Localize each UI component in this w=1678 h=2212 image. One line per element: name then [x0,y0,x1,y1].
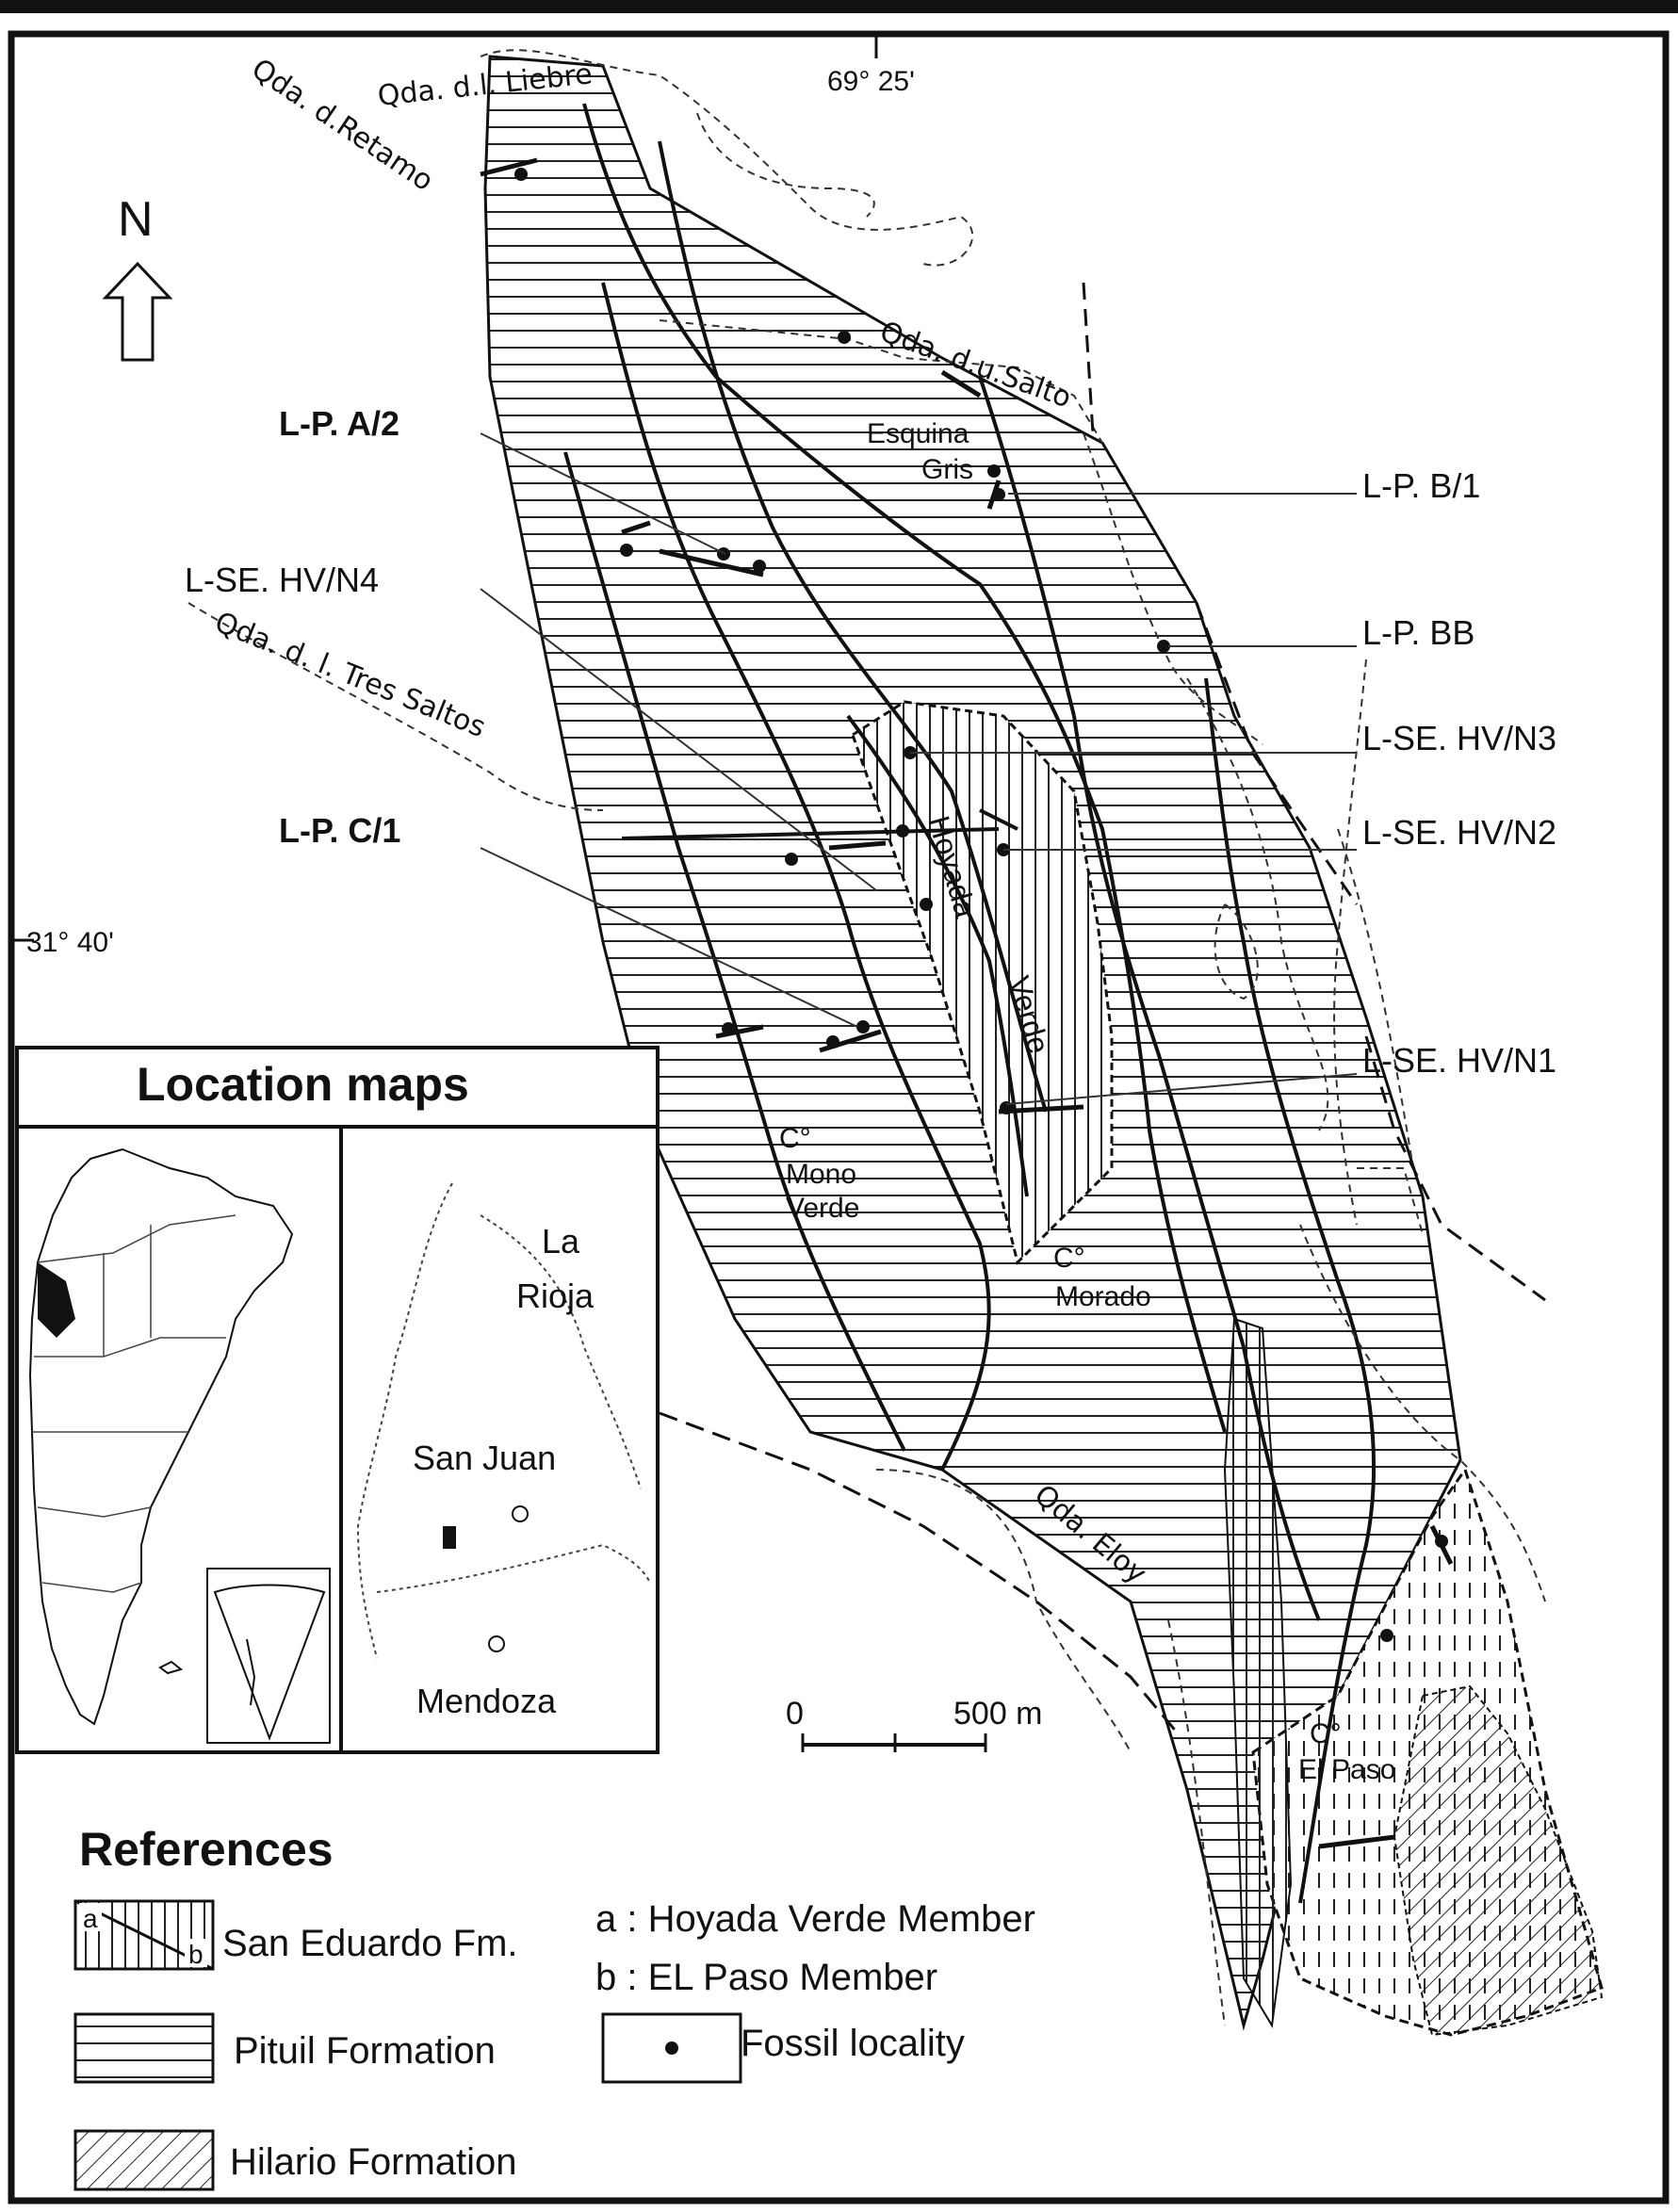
fossil-dot [514,168,528,181]
scale-zero: 0 [786,1696,804,1732]
islands-icon [158,1660,184,1675]
fossil-dot [896,824,909,838]
antarctica-inset [206,1568,331,1744]
qda-eloy-track [659,1411,1180,1734]
references-title: References [79,1823,334,1876]
province-boundaries [356,1182,651,1659]
rioja-label: Rioja [516,1277,595,1315]
gris-label: Gris [921,454,973,485]
references-legend: References a b San Eduardo Fm. a : Hoyad… [73,1823,1035,2191]
fossil-dot [1435,1535,1448,1548]
fossil-dot [856,1020,870,1033]
qda-tres-saltos-label: Qda. d. l. Tres Saltos [210,606,490,744]
locality-lp-bb: L-P. BB [1362,613,1474,652]
san-eduardo-label: San Eduardo Fm. [222,1923,518,1964]
el-paso-label: El Paso [1298,1754,1395,1785]
map-frame [8,30,1670,2204]
hilario-label: Hilario Formation [230,2141,517,2183]
locality-lp-b1: L-P. B/1 [1362,466,1480,505]
fossil-label: Fossil locality [741,2023,965,2064]
section-bars [480,157,1454,1849]
north-label: N [118,192,154,247]
swatch-a-label: a [83,1904,98,1933]
fossil-dot [1380,1629,1393,1642]
fossil-dot [620,544,633,557]
location-maps-title: Location maps [137,1058,469,1111]
san-juan-label: San Juan [413,1439,556,1477]
qda-retamo-label: Qda. d.Retamo [246,53,440,198]
scale-bar: 0 500 m [786,1696,1043,1752]
locality-lp-a2: L-P. A/2 [279,404,399,443]
member-b-label: b : EL Paso Member [595,1957,937,1998]
co-mono-symbol: C° [779,1123,811,1154]
leader-lines [480,432,1358,1105]
mono-label: Mono [786,1159,856,1190]
swatch-b-label: b [188,1940,204,1969]
north-arrow-icon [102,261,173,362]
longitude-label: 69° 25' [827,66,915,97]
location-maps-panel: Location maps La Rioja San Juan Mendoza [15,1046,660,1754]
fault-lines [563,103,1377,1904]
fossil-dot [722,1022,735,1035]
mono-verde-label: Verde [786,1193,859,1224]
san-juan-city-marker [512,1505,529,1522]
narrow-strip-area [1223,1317,1293,2028]
pituil-label: Pituil Formation [234,2030,496,2072]
mendoza-label: Mendoza [416,1682,557,1720]
morado-label: Morado [1055,1281,1151,1312]
dashed-boundaries [187,49,1546,2026]
argentina-outline [28,1147,294,1726]
locality-lse-hvn1: L-SE. HV/N1 [1362,1041,1556,1080]
hoyada-verde-outline [851,700,1114,1265]
san-juan-highlight [38,1262,75,1338]
hilario-formation-area [1393,1684,1604,2037]
top-bar [0,0,1678,13]
fossil-dot [785,853,798,866]
locality-lse-hvn3: L-SE. HV/N3 [1362,719,1556,757]
fossil-dot [753,560,766,573]
pituil-swatch [73,2012,215,2084]
locality-lse-hvn2: L-SE. HV/N2 [1362,813,1556,852]
locality-lse-hvn4: L-SE. HV/N4 [185,561,379,599]
la-label: La [542,1222,580,1261]
latitude-label: 31° 40' [26,927,114,958]
scale-length: 500 m [953,1696,1043,1732]
fossil-dot [987,464,1001,478]
locality-lp-c1: L-P. C/1 [279,811,400,850]
member-a-label: a : Hoyada Verde Member [595,1898,1035,1940]
mendoza-city-marker [488,1635,505,1652]
fossil-swatch-dot [665,2041,678,2055]
fossil-dot [992,488,1005,501]
study-area-marker [443,1526,456,1549]
province-lines [32,1214,236,1593]
co-el-paso-symbol: C° [1310,1718,1342,1749]
fossil-dot [1157,640,1170,653]
esquina-label: Esquina [867,418,969,449]
hilario-swatch [73,2129,215,2191]
fossil-dot [826,1035,839,1049]
fossil-dot [920,898,933,911]
fossil-dot [838,331,851,344]
co-morado-symbol: C° [1053,1243,1085,1274]
